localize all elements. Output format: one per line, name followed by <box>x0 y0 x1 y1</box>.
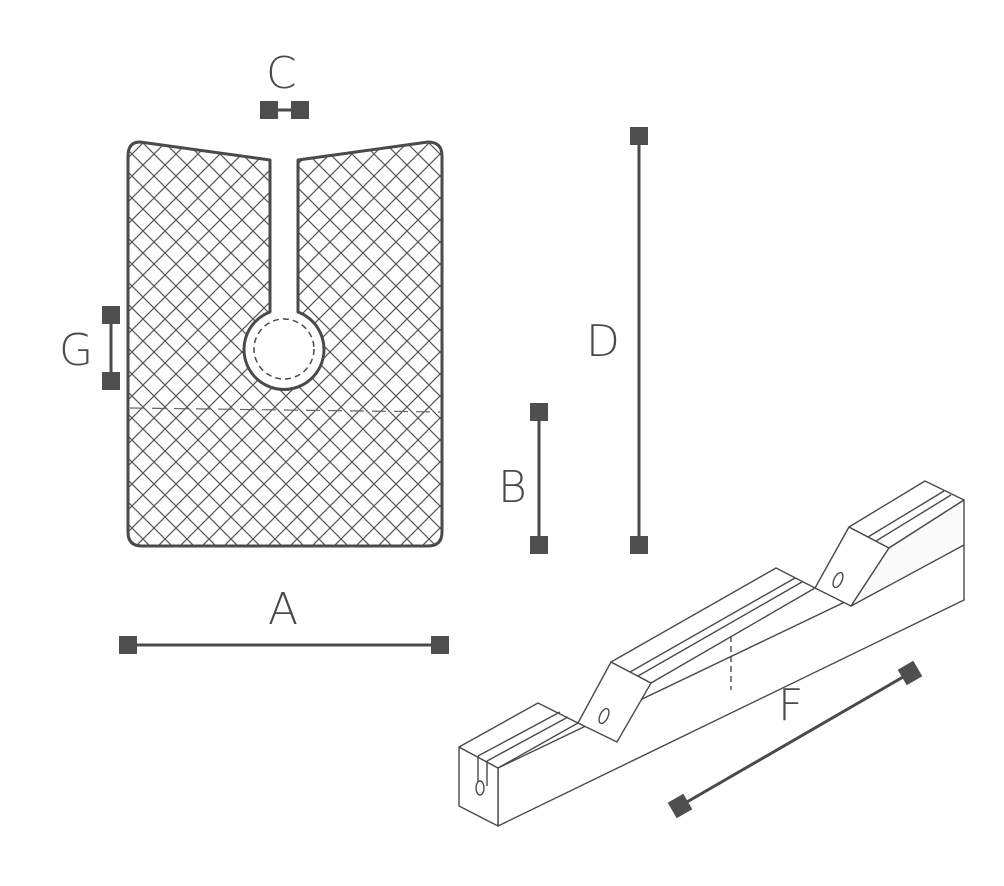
dimension-d: D <box>586 127 648 554</box>
beam-end-hole <box>475 780 485 796</box>
dimension-f: F <box>667 660 923 819</box>
beam-front-face <box>497 544 965 827</box>
label-f: F <box>778 680 803 731</box>
dimension-g: G <box>59 306 120 390</box>
dimension-c: C <box>260 48 309 119</box>
profile-body <box>126 140 444 548</box>
beam-right-face <box>850 499 965 607</box>
beam-end-groove <box>477 756 488 786</box>
beam-3d-view <box>458 480 965 827</box>
label-g: G <box>59 325 93 376</box>
label-b: B <box>498 462 527 513</box>
dimension-b: B <box>498 403 548 554</box>
label-a: A <box>268 584 298 635</box>
cross-section-profile <box>126 140 444 548</box>
fold-line-dashed <box>129 407 441 413</box>
dimension-a: A <box>119 584 449 654</box>
core-circle-dashed <box>253 318 315 380</box>
beam-slope-hole-1 <box>598 707 610 725</box>
beam-slit <box>477 490 952 762</box>
label-c: C <box>266 48 297 99</box>
beam-slope-hole-2 <box>832 571 844 589</box>
label-d: D <box>586 316 620 367</box>
